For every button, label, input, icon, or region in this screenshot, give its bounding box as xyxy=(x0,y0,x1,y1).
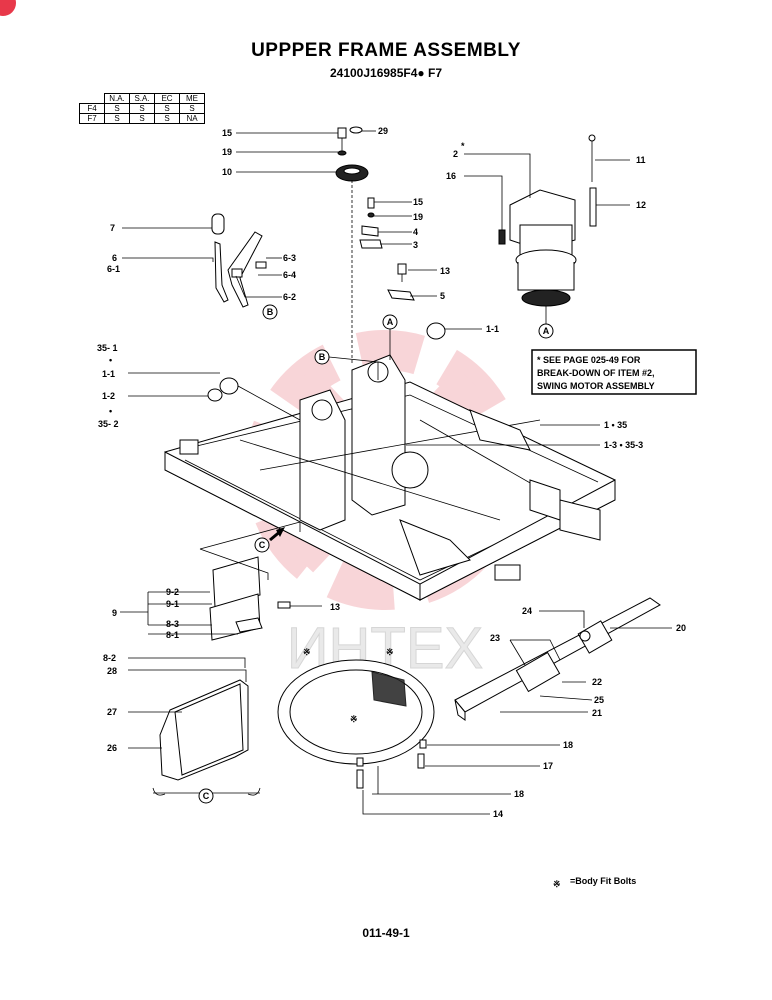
center-brackets xyxy=(359,197,415,301)
callout-8-1: 8-1 xyxy=(166,630,179,640)
callout-18: 18 xyxy=(563,740,573,750)
callout-26: 26 xyxy=(107,743,117,753)
callout-12: 12 xyxy=(636,200,646,210)
callout-9: 9 xyxy=(112,608,117,618)
swing-bearing-ring: ※ ※ ※ xyxy=(277,647,435,789)
callout-22: 22 xyxy=(592,677,602,687)
callout-24: 24 xyxy=(522,606,532,616)
bushings xyxy=(207,322,446,402)
side-covers xyxy=(209,556,291,641)
callout-16: 16 xyxy=(446,171,456,181)
callout-9-1: 9-1 xyxy=(166,599,179,609)
upper-frame-drawing xyxy=(164,354,616,601)
swing-motor-note: * SEE PAGE 025-49 FOR BREAK-DOWN OF ITEM… xyxy=(531,349,697,395)
callout-25: 25 xyxy=(594,695,604,705)
callout-6-1: 6-1 xyxy=(107,264,120,274)
spec-cell: NA xyxy=(179,113,205,124)
callout-8-3: 8-3 xyxy=(166,619,179,629)
callout-labels: 15 19 10 29 7 6 6-1 6-3 6-4 6-2 15 19 4 … xyxy=(97,126,686,819)
legend: ※ =Body Fit Bolts xyxy=(553,876,636,889)
svg-text:※: ※ xyxy=(350,714,358,724)
marker-b: B xyxy=(267,307,274,317)
callout-15: 15 xyxy=(413,197,423,207)
callout-1-35: 1 • 35 xyxy=(604,420,627,430)
callout-14: 14 xyxy=(493,809,503,819)
callout-13: 13 xyxy=(330,602,340,612)
callout-35-1: 35- 1 xyxy=(97,343,118,353)
note-line: BREAK-DOWN OF ITEM #2, xyxy=(537,368,655,378)
callout-27: 27 xyxy=(107,707,117,717)
page-number: 011-49-1 xyxy=(362,926,410,940)
callout-10: 10 xyxy=(222,167,232,177)
callout-17: 17 xyxy=(543,761,553,771)
callout-6-4: 6-4 xyxy=(283,270,296,280)
svg-text:※: ※ xyxy=(303,647,311,657)
callout-15: 15 xyxy=(222,128,232,138)
callout-6-2: 6-2 xyxy=(283,292,296,302)
callout-19: 19 xyxy=(413,212,423,222)
arrow-head-icon xyxy=(276,527,285,537)
callout-1-1: 1-1 xyxy=(486,324,499,334)
reference-markers: B A B A C C xyxy=(198,304,554,804)
note-line: * SEE PAGE 025-49 FOR xyxy=(537,355,641,365)
swing-motor-drawing xyxy=(498,134,597,307)
marker-b: B xyxy=(319,352,326,362)
callout-7: 7 xyxy=(110,223,115,233)
page-title: UPPPER FRAME ASSEMBLY xyxy=(251,40,521,61)
callout-23: 23 xyxy=(490,633,500,643)
marker-c: C xyxy=(259,540,266,550)
rear-hooks xyxy=(211,213,267,308)
callout-20: 20 xyxy=(676,623,686,633)
part-number-subtitle: 24100J16985F4● F7 xyxy=(329,66,442,80)
svg-text:※: ※ xyxy=(386,647,394,657)
callout-3: 3 xyxy=(413,240,418,250)
callout-18: 18 xyxy=(514,789,524,799)
callout-28: 28 xyxy=(107,666,117,676)
callout-13: 13 xyxy=(440,266,450,276)
callout-21: 21 xyxy=(592,708,602,718)
asterisk: * xyxy=(461,141,465,151)
model-spec-table: N.A. S.A. EC ME F4 S S S S F7 S S S NA xyxy=(79,93,205,124)
bullet: • xyxy=(109,406,112,416)
callout-1-1: 1-1 xyxy=(102,369,115,379)
callout-19: 19 xyxy=(222,147,232,157)
callout-29: 29 xyxy=(378,126,388,136)
callout-2: 2 xyxy=(453,149,458,159)
marker-a: A xyxy=(387,317,394,327)
callout-1-2: 1-2 xyxy=(102,391,115,401)
marker-c: C xyxy=(203,791,210,801)
body-fit-bolt-icon: ※ xyxy=(553,879,561,889)
spec-header-row: N.A. S.A. EC ME xyxy=(80,93,205,104)
marker-a: A xyxy=(543,326,550,336)
legend-text: =Body Fit Bolts xyxy=(570,876,636,886)
corner-badge xyxy=(0,0,16,16)
callout-6: 6 xyxy=(112,253,117,263)
callout-1-3-35-3: 1-3 • 35-3 xyxy=(604,440,643,450)
callout-8-2: 8-2 xyxy=(103,653,116,663)
callout-6-3: 6-3 xyxy=(283,253,296,263)
spec-row-f7: F7 S S S NA xyxy=(79,113,205,124)
callout-9-2: 9-2 xyxy=(166,587,179,597)
guard-rail-assembly xyxy=(454,597,661,721)
counterweight xyxy=(152,679,261,796)
callout-11: 11 xyxy=(636,155,646,165)
bolt-stack-top xyxy=(335,126,369,365)
note-line: SWING MOTOR ASSEMBLY xyxy=(537,381,655,391)
callout-5: 5 xyxy=(440,291,445,301)
bullet: • xyxy=(109,355,112,365)
callout-35-2: 35- 2 xyxy=(98,419,119,429)
leader-lines xyxy=(120,130,672,815)
callout-4: 4 xyxy=(413,227,418,237)
